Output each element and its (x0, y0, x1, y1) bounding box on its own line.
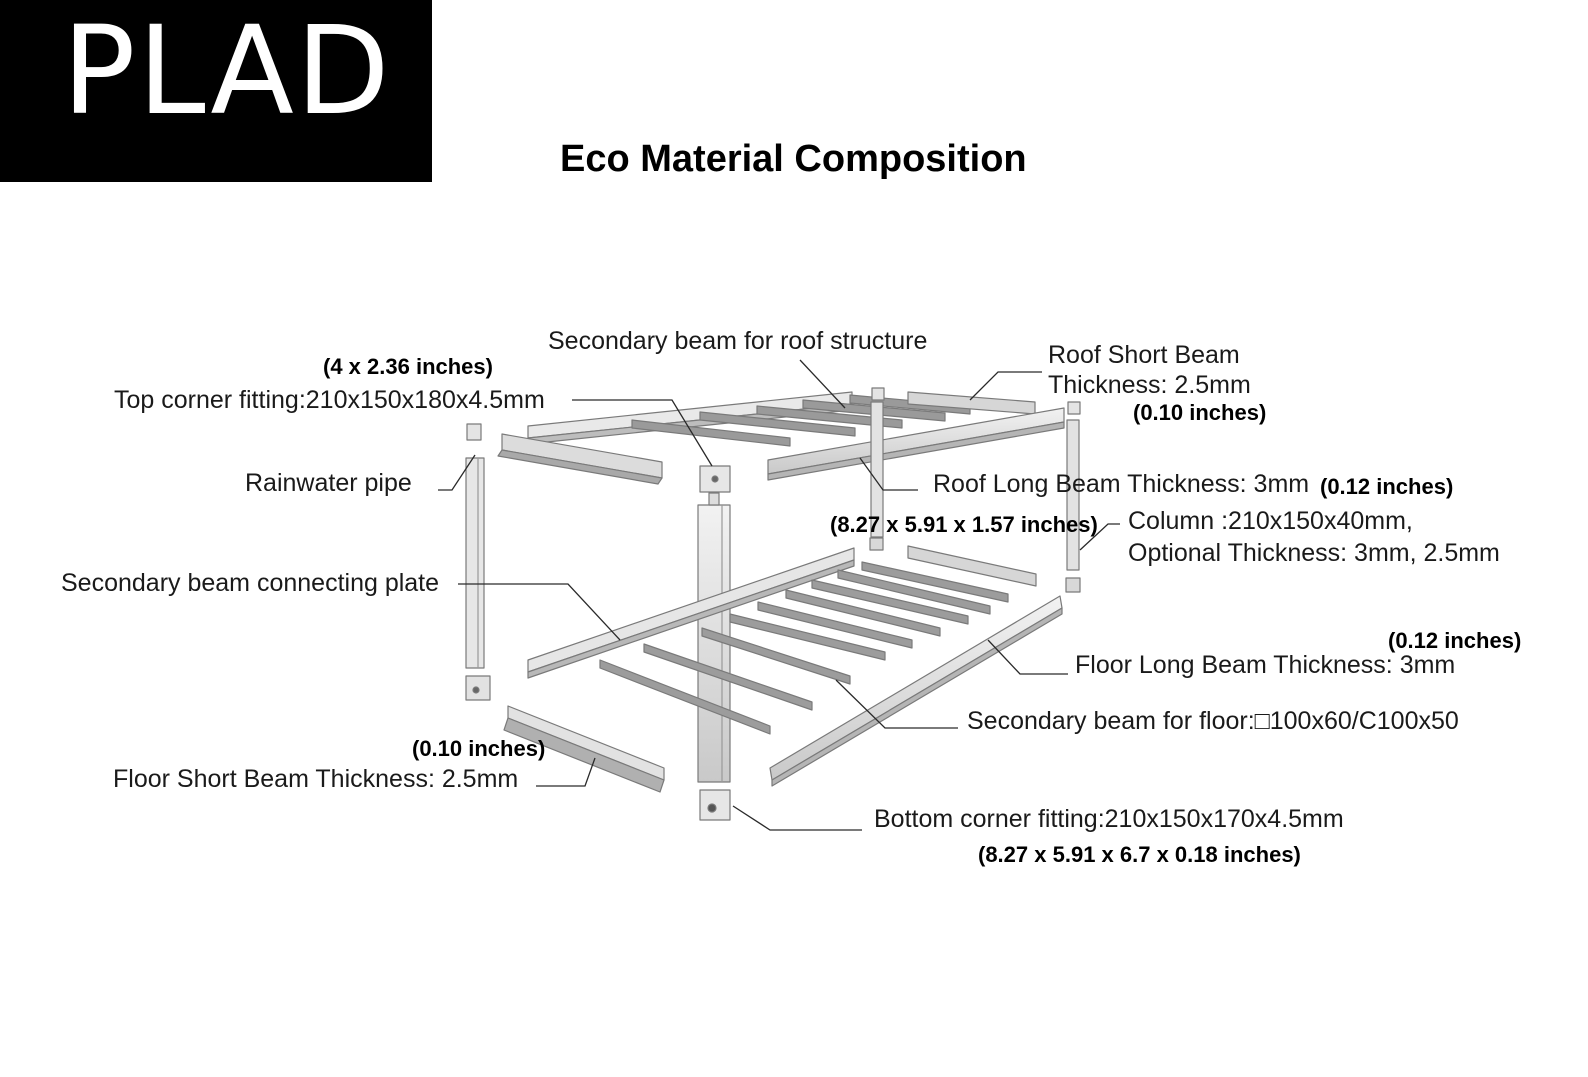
floor-long-inches: (0.12 inches) (1388, 628, 1522, 653)
secondary-roof-label: Secondary beam for roof structure (548, 327, 928, 355)
column-inches: (8.27 x 5.91 x 1.57 inches) (830, 512, 1098, 537)
floor-long-beam-back (527, 547, 855, 679)
floor-secondary-beams (599, 561, 1009, 735)
roof-short-thickness: Thickness: 2.5mm (1048, 371, 1251, 399)
roof-short-beam-front (497, 433, 663, 485)
page-title: Eco Material Composition (560, 138, 1027, 180)
floor-long-label: Floor Long Beam Thickness: 3mm (1075, 651, 1456, 679)
rainwater-pipe-label: Rainwater pipe (245, 469, 412, 497)
rainwater-pipe-column (465, 457, 485, 669)
back-column-right (1065, 419, 1081, 593)
roof-short-label: Roof Short Beam (1048, 341, 1240, 369)
floor-short-beam-front (503, 705, 665, 793)
top-corner-label: Top corner fitting:210x150x180x4.5mm (114, 386, 545, 414)
roof-long-label: Roof Long Beam Thickness: 3mm (933, 470, 1310, 498)
roof-long-beam-front (767, 407, 1065, 481)
top-corner-fitting-left (466, 423, 482, 441)
logo-text: PLAD (62, 0, 392, 142)
top-corner-inches: (4 x 2.36 inches) (323, 354, 493, 379)
floor-short-beam-back (907, 545, 1037, 587)
floor-short-inches: (0.10 inches) (412, 736, 546, 761)
roof-long-inches: (0.12 inches) (1320, 474, 1454, 499)
top-corner-fitting-back (871, 387, 1081, 415)
top-corner-fitting-front (699, 465, 731, 493)
bottom-corner-fitting-left (465, 675, 491, 701)
secondary-floor-label: Secondary beam for floor:□100x60/C100x50 (967, 707, 1459, 735)
roof-short-beam-back (907, 391, 1036, 415)
bottom-corner-label: Bottom corner fitting:210x150x170x4.5mm (874, 805, 1344, 833)
bottom-corner-inches: (8.27 x 5.91 x 6.7 x 0.18 inches) (978, 842, 1301, 867)
plad-logo: PLAD (0, 0, 432, 182)
bottom-corner-fitting-front (699, 789, 731, 821)
column-label: Column :210x150x40mm, (1128, 507, 1413, 535)
floor-short-label: Floor Short Beam Thickness: 2.5mm (113, 765, 519, 793)
leader-lines (438, 359, 1120, 831)
back-column-middle (869, 401, 884, 551)
roof-short-inches: (0.10 inches) (1133, 400, 1267, 425)
column-optional-label: Optional Thickness: 3mm, 2.5mm (1128, 539, 1500, 567)
connecting-plate-label: Secondary beam connecting plate (61, 569, 440, 597)
